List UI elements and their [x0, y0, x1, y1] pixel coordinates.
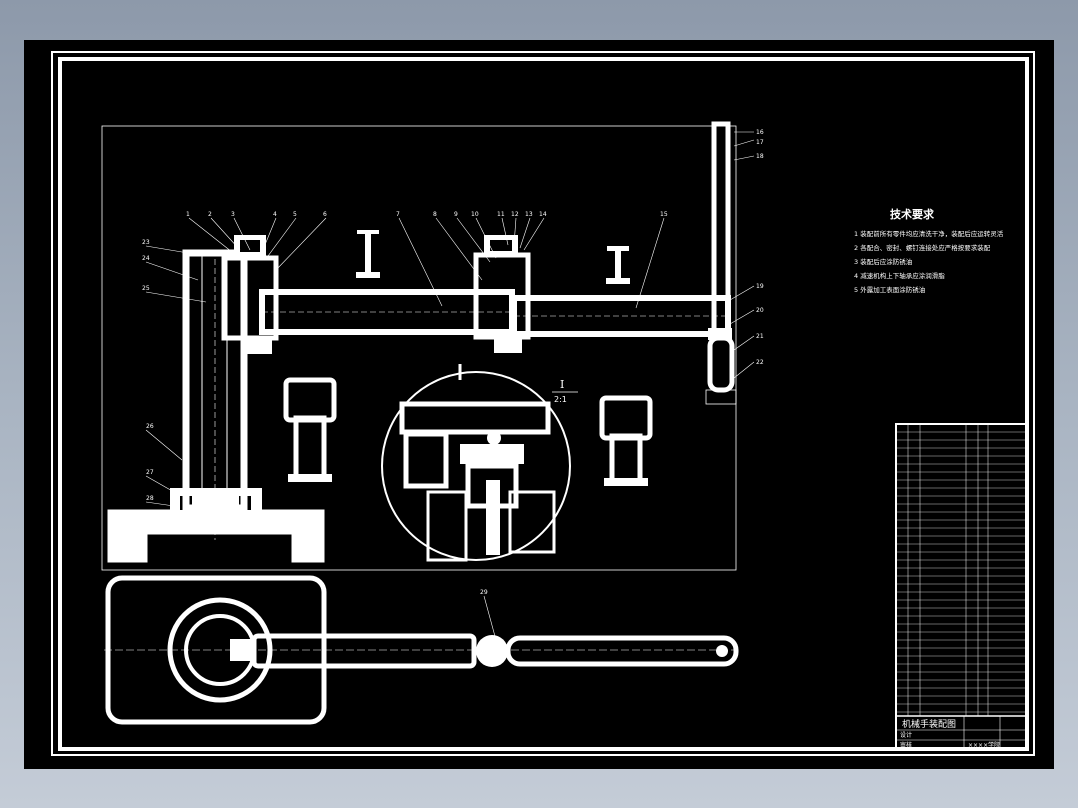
elbow-top-circle — [476, 635, 508, 667]
view-frame — [101, 125, 737, 571]
designer-label: 设计 — [900, 731, 912, 739]
svg-text:9: 9 — [454, 211, 458, 218]
note-2: 2 各配合、密封、螺钉连接处应严格按要求装配 — [854, 243, 991, 252]
section-letter: I — [560, 378, 564, 391]
note-4: 4 减速机构上下轴承应涂润滑脂 — [854, 271, 945, 280]
svg-text:26: 26 — [146, 423, 154, 430]
svg-text:28: 28 — [146, 495, 154, 502]
svg-text:14: 14 — [539, 211, 547, 218]
svg-text:24: 24 — [142, 255, 150, 262]
note-1: 1 装配前所有零件均应清洗干净，装配后应运转灵活 — [854, 229, 1004, 238]
i-beam-section-2 — [606, 246, 630, 284]
arm-top-view — [251, 633, 477, 669]
outer-border — [51, 51, 1035, 756]
svg-text:16: 16 — [756, 129, 764, 136]
svg-text:7: 7 — [396, 211, 400, 218]
wrist-shaft — [711, 121, 731, 337]
title-block: 机械手装配图 设计 审核 ××××学院 — [895, 715, 1029, 751]
svg-text:18: 18 — [756, 153, 764, 160]
svg-text:27: 27 — [146, 469, 154, 476]
section-label: I 2:1 — [552, 378, 578, 404]
svg-text:10: 10 — [471, 211, 479, 218]
svg-text:29: 29 — [480, 589, 488, 596]
svg-text:8: 8 — [433, 211, 437, 218]
svg-text:5: 5 — [293, 211, 297, 218]
shoulder-joint — [221, 255, 279, 341]
checker-label: 审核 — [900, 741, 912, 749]
parts-list — [895, 423, 1029, 751]
svg-text:4: 4 — [273, 211, 277, 218]
svg-text:2: 2 — [208, 211, 212, 218]
section-scale: 2:1 — [554, 395, 567, 404]
bom-rows — [896, 431, 1028, 713]
tech-req-title: 技术要求 — [890, 207, 935, 221]
svg-text:13: 13 — [525, 211, 533, 218]
school-label: ××××学院 — [968, 741, 1000, 749]
svg-text:1: 1 — [186, 211, 190, 218]
note-5: 5 外露加工表面涂防锈油 — [854, 285, 925, 294]
part-leaders — [145, 131, 755, 641]
svg-text:20: 20 — [756, 307, 764, 314]
inner-border — [58, 57, 1029, 751]
base-casting — [107, 509, 325, 563]
svg-text:3: 3 — [231, 211, 235, 218]
note-3: 3 装配后应涂防锈油 — [854, 257, 912, 266]
svg-text:25: 25 — [142, 285, 150, 292]
svg-text:6: 6 — [323, 211, 327, 218]
detail-section-I — [381, 364, 571, 562]
svg-text:15: 15 — [660, 211, 668, 218]
svg-text:12: 12 — [511, 211, 519, 218]
gripper — [707, 335, 735, 393]
gripper-detail-views — [283, 377, 653, 486]
top-view — [104, 575, 739, 725]
technical-requirements: 技术要求 1 装配前所有零件均应清洗干净，装配后应运转灵活 2 各配合、密封、螺… — [854, 207, 1004, 294]
forearm-top-view — [505, 635, 739, 667]
svg-text:17: 17 — [756, 139, 764, 146]
i-beam-section-1 — [356, 230, 380, 278]
front-view — [107, 121, 737, 563]
drawing-name: 机械手装配图 — [902, 718, 956, 730]
svg-text:11: 11 — [497, 211, 505, 218]
svg-text:23: 23 — [142, 239, 150, 246]
svg-text:22: 22 — [756, 359, 764, 366]
svg-text:19: 19 — [756, 283, 764, 290]
svg-text:21: 21 — [756, 333, 764, 340]
